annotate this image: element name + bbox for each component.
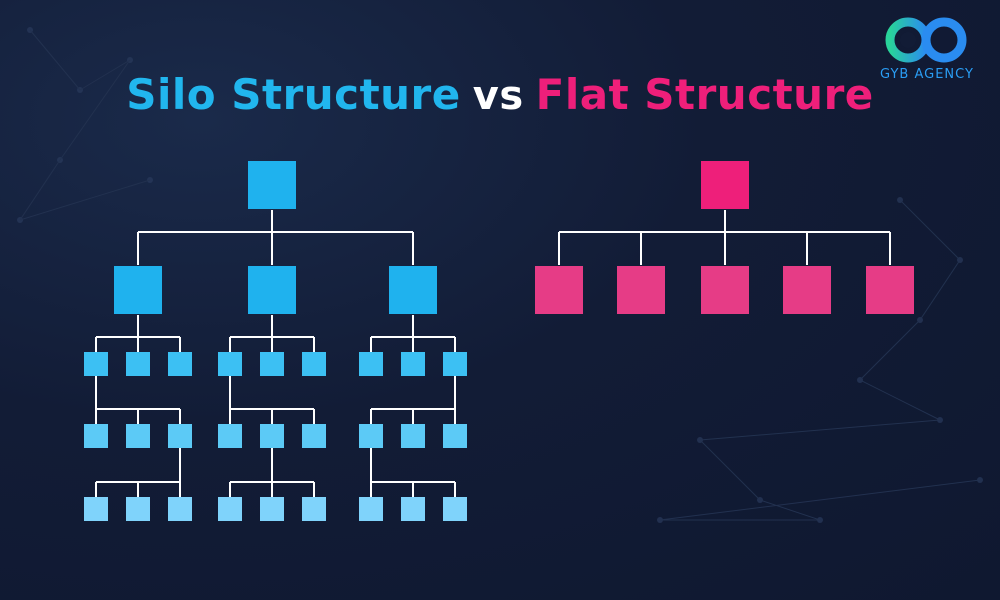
flat-child-node	[783, 266, 831, 314]
silo-level2-node	[443, 424, 467, 448]
silo-level3-node	[84, 497, 108, 521]
silo-level1-node	[401, 352, 425, 376]
background-network-line	[699, 419, 941, 441]
silo-level2-node	[126, 424, 150, 448]
silo-level2-node	[302, 424, 326, 448]
flat-child-node	[701, 266, 749, 314]
background-network-line	[19, 159, 61, 221]
flat-child-node	[617, 266, 665, 314]
silo-level1-node	[302, 352, 326, 376]
silo-level3-node	[218, 497, 242, 521]
flat-root-node	[701, 161, 749, 209]
silo-level2-node	[168, 424, 192, 448]
title-vs: vs	[472, 73, 524, 119]
background-network-line	[919, 259, 961, 321]
silo-level1-node	[443, 352, 467, 376]
silo-level2-node	[84, 424, 108, 448]
silo-level3-node	[168, 497, 192, 521]
background-network-line	[759, 499, 821, 521]
silo-level3-node	[260, 497, 284, 521]
background-network-line	[859, 319, 921, 381]
title-silo: Silo Structure	[126, 70, 461, 119]
silo-root-node	[248, 161, 296, 209]
gyb-logo-icon	[885, 17, 967, 63]
background-network-line	[79, 59, 131, 91]
title-flat: Flat Structure	[535, 70, 874, 119]
background-network-line	[899, 199, 961, 261]
silo-level1-node	[359, 352, 383, 376]
silo-level3-node	[443, 497, 467, 521]
brand-name: GYB AGENCY	[880, 67, 974, 82]
silo-level2-node	[218, 424, 242, 448]
flat-child-node	[866, 266, 914, 314]
background-network-line	[29, 29, 81, 91]
flat-child-node	[535, 266, 583, 314]
silo-level3-node	[126, 497, 150, 521]
silo-level2-node	[359, 424, 383, 448]
silo-level3-node	[401, 497, 425, 521]
silo-level3-node	[302, 497, 326, 521]
silo-level1-node	[218, 352, 242, 376]
background-network-line	[59, 59, 131, 161]
background-network-line	[699, 439, 761, 501]
silo-category-node	[389, 266, 437, 314]
silo-level2-node	[260, 424, 284, 448]
silo-level1-node	[260, 352, 284, 376]
silo-category-node	[114, 266, 162, 314]
background-network-line	[659, 479, 981, 521]
background-network-line	[859, 379, 941, 421]
silo-level3-node	[359, 497, 383, 521]
background-network-line	[19, 179, 151, 221]
silo-level1-node	[168, 352, 192, 376]
silo-level1-node	[84, 352, 108, 376]
silo-category-node	[248, 266, 296, 314]
silo-level2-node	[401, 424, 425, 448]
silo-level1-node	[126, 352, 150, 376]
